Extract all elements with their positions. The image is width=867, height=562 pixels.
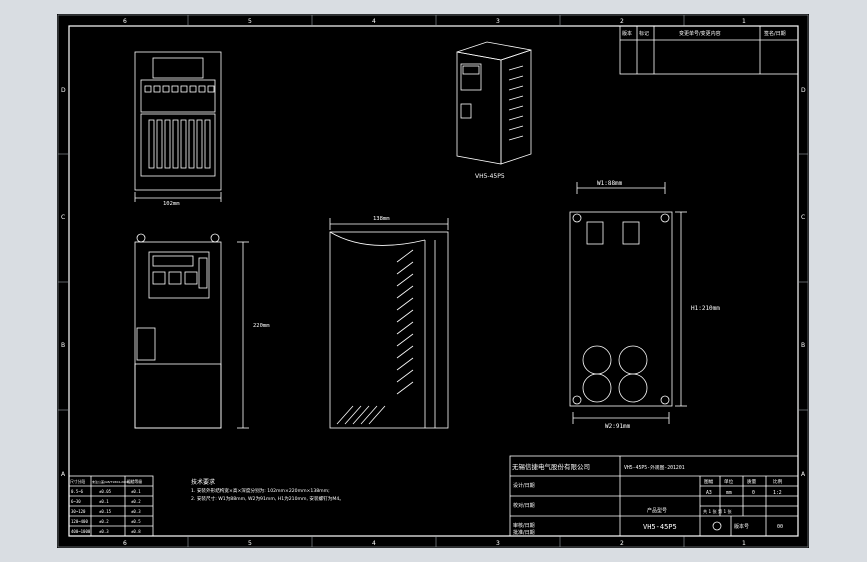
zone-bottom-4: 4: [372, 540, 376, 547]
rev-header-version: 版本: [622, 30, 632, 37]
tol-row-1-grade: ±0.2: [131, 499, 141, 504]
tol-row-2-tol: ±0.15: [99, 509, 112, 514]
tol-row-2-grade: ±0.3: [131, 509, 141, 514]
zone-top-1: 1: [742, 18, 746, 25]
top-view: [134, 51, 222, 202]
attr-value-scale: 1:2: [773, 490, 782, 496]
zone-bottom-3: 3: [496, 540, 500, 547]
title-row-design: 设计/日期: [513, 482, 535, 489]
tech-notes-line1: 1. 安装外形结构宽×高×深度分别为: 102mm×220mm×138mm;: [191, 487, 330, 494]
tol-row-4-grade: ±0.8: [131, 529, 141, 534]
zone-top-2: 2: [620, 18, 624, 25]
tol-row-3-grade: ±0.5: [131, 519, 141, 524]
tol-header-grade: 粗糙等级: [127, 479, 142, 484]
attr-header-unit: 单位: [724, 478, 734, 485]
tolerance-table: 尺寸分段 未注公差(GB/T1804-2000) 粗糙等级 0.5~6 ±0.0…: [68, 475, 154, 537]
title-row-approve: 批准/日期: [513, 529, 535, 536]
attr-value-unit: mm: [726, 491, 732, 496]
product-model-label: 产品型号: [647, 507, 667, 514]
title-row-review: 审核/日期: [513, 522, 535, 529]
version-value: 00: [777, 524, 783, 530]
drawing-sheet: 6 5 4 3 2 1 6 5 4 3 2 1 D C B A D C B A …: [57, 14, 809, 548]
zone-left-D: D: [61, 87, 66, 94]
dim-width-label: 102mm: [163, 201, 180, 207]
dim-depth-label: 138mm: [373, 216, 390, 222]
tol-row-3-tol: ±0.2: [99, 519, 109, 524]
attr-value-mass: 0: [752, 490, 755, 496]
tol-header-range: 尺寸分段: [70, 479, 85, 484]
mount-h1-label: H1:210mm: [691, 305, 720, 312]
rev-header-change: 变更单号/变更内容: [679, 30, 721, 37]
tol-row-1-range: 6~30: [71, 499, 81, 504]
mount-w2-label: W2:91mm: [605, 423, 631, 430]
rev-header-sign: 签名/日期: [764, 30, 786, 37]
outer-frame: [57, 14, 809, 548]
zone-bottom-5: 5: [248, 540, 252, 547]
iso-vents: [508, 65, 524, 141]
side-vents: [396, 249, 414, 395]
tol-row-0-grade: ±0.1: [131, 489, 141, 494]
tol-row-3-range: 120~400: [71, 519, 88, 524]
zone-bottom-6: 6: [123, 540, 127, 547]
zone-right-C: C: [801, 214, 805, 221]
zone-ticks: [58, 15, 808, 547]
revision-table: 版本 标记 变更单号/变更内容 签名/日期: [619, 25, 799, 75]
zone-top-3: 3: [496, 18, 500, 25]
tol-row-4-range: 400~1000: [71, 529, 91, 534]
zone-left-C: C: [61, 214, 65, 221]
zone-left-B: B: [61, 342, 65, 349]
tol-header-tolerance: 未注公差(GB/T1804-2000): [92, 479, 130, 484]
projection-symbol: [712, 521, 722, 531]
attr-header-size: 图幅: [704, 478, 714, 485]
attr-header-scale: 比例: [773, 478, 783, 485]
zone-left-A: A: [61, 471, 66, 478]
title-block: [509, 455, 799, 537]
tech-notes-title: 技术要求: [191, 478, 215, 486]
mount-w1-label: W1:88mm: [597, 180, 623, 187]
sheet-info: 共 1 张 第 1 张: [703, 508, 733, 515]
tol-row-2-range: 30~120: [71, 509, 86, 514]
zone-right-D: D: [801, 87, 806, 94]
version-label: 版本号: [734, 523, 749, 530]
rev-header-mark: 标记: [639, 30, 649, 37]
tech-notes-line2: 2. 安装尺寸: W1为88mm, W2为91mm, H1为210mm, 安装螺…: [191, 495, 344, 502]
mount-view: [569, 182, 687, 424]
tol-row-0-range: 0.5~6: [71, 489, 84, 494]
iso-view: [456, 41, 532, 165]
inner-frame: [68, 25, 799, 537]
zone-right-A: A: [801, 471, 806, 478]
top-view-terminals: [144, 85, 215, 169]
tol-row-1-tol: ±0.1: [99, 499, 109, 504]
product-model-value: VH5-45P5: [643, 523, 677, 531]
tol-row-4-tol: ±0.3: [99, 529, 109, 534]
zone-right-B: B: [801, 342, 805, 349]
zone-top-5: 5: [248, 18, 252, 25]
zone-bottom-2: 2: [620, 540, 624, 547]
side-hatch: [336, 405, 386, 425]
cad-drawing: 6 5 4 3 2 1 6 5 4 3 2 1 D C B A D C B A …: [57, 14, 809, 548]
dim-height-label: 220mm: [253, 323, 270, 329]
zone-top-6: 6: [123, 18, 127, 25]
iso-caption: VH5-45P5: [475, 173, 505, 180]
side-view: [329, 218, 449, 429]
zone-top-4: 4: [372, 18, 376, 25]
title-company: 无锡信捷电气股份有限公司: [512, 462, 590, 471]
title-row-check: 校对/日期: [513, 502, 535, 509]
title-doc-code: VH5-45P5-外观图-201201: [624, 464, 685, 471]
attr-value-size: A3: [706, 490, 712, 496]
attr-header-mass: 质量: [747, 478, 757, 485]
front-view: [134, 233, 249, 429]
zone-bottom-1: 1: [742, 540, 746, 547]
tol-row-0-tol: ±0.05: [99, 489, 112, 494]
